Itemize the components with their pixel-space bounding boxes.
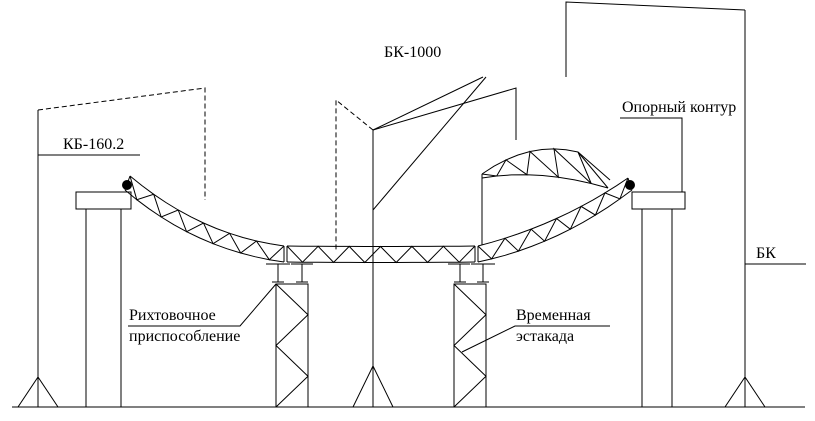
alignment-device-right xyxy=(448,263,495,283)
temporary-trestle-right xyxy=(453,283,487,408)
crane-bk-1000-center xyxy=(335,76,517,408)
truss-center-segment-bottom-chord xyxy=(286,261,476,263)
truss-left-segment-bottom-chord xyxy=(124,189,285,263)
crane-center-counterjib xyxy=(335,98,374,250)
alignment-device-leader xyxy=(128,283,277,327)
temp-trestle-leader xyxy=(461,325,610,353)
truss-right-segment-end-b xyxy=(627,177,633,191)
left-column-cap xyxy=(75,191,132,210)
label-kb-160: КБ-160.2 xyxy=(63,136,124,153)
truss-right-segment-bottom-chord xyxy=(477,189,633,263)
truss-right-segment-top-chord xyxy=(477,177,629,247)
truss-right-segment-web xyxy=(477,177,629,260)
crane-left-base xyxy=(17,375,59,408)
crane-center-jib xyxy=(372,87,517,140)
label-temp-trestle-1: Временная xyxy=(516,307,591,324)
crane-center-rope xyxy=(372,76,487,211)
lifted-truss-tip xyxy=(577,151,611,181)
roof-truss xyxy=(124,175,633,264)
temporary-trestle-left xyxy=(275,283,309,408)
left-support-column xyxy=(75,180,132,407)
label-alignment-device-2: приспособление xyxy=(129,328,240,345)
label-temp-trestle-2: эстакада xyxy=(516,328,574,345)
lifted-truss-bottom-chord xyxy=(481,174,609,189)
truss-center-segment-web xyxy=(286,245,476,264)
trestle-right-frame xyxy=(453,283,487,408)
crane-left-jib xyxy=(37,87,206,200)
crane-kb-160-left xyxy=(17,87,206,408)
truss-left-segment-web xyxy=(129,175,285,261)
lifted-truss-end-b xyxy=(577,151,609,189)
support-contour-leader xyxy=(620,117,683,192)
right-support-column xyxy=(620,117,686,407)
alignment-device-left xyxy=(266,263,313,283)
label-alignment-device-1: Рихтовочное xyxy=(129,307,216,324)
lifted-truss-web xyxy=(481,147,592,184)
crane-center-label-leader xyxy=(372,76,484,131)
trestle-left-bracing xyxy=(275,283,309,408)
truss-left-segment-end-a xyxy=(124,175,131,191)
trestle-right-bracing xyxy=(453,283,487,408)
label-bk: БК xyxy=(756,245,776,262)
crane-center-base xyxy=(352,365,394,408)
lifted-truss-section xyxy=(481,147,611,245)
trestle-left-frame xyxy=(275,283,309,408)
crane-bk-right xyxy=(565,1,806,408)
crane-right-base xyxy=(724,375,766,408)
crane-right-jib xyxy=(565,1,746,77)
label-support-contour: Опорный контур xyxy=(622,99,736,116)
right-column-cap xyxy=(631,191,686,210)
label-bk-1000: БК-1000 xyxy=(384,44,441,61)
